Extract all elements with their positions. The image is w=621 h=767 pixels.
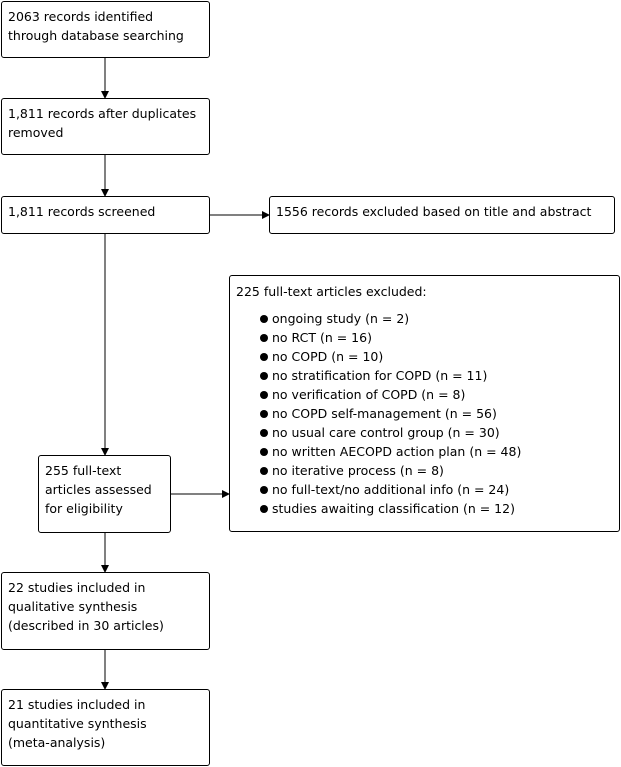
fulltext-excluded-box: 225 full-text articles excluded: ongoing… xyxy=(229,275,620,532)
box-text-line: 1,811 records after duplicates xyxy=(8,106,197,121)
list-item: no full-text/no additional info (n = 24) xyxy=(236,480,613,499)
fulltext-excluded-title: 225 full-text articles excluded: xyxy=(236,284,427,299)
list-item: no written AECOPD action plan (n = 48) xyxy=(236,442,613,461)
list-item: no stratification for COPD (n = 11) xyxy=(236,366,613,385)
list-item: ongoing study (n = 2) xyxy=(236,309,613,328)
reason-text: ongoing study (n = 2) xyxy=(272,311,410,326)
reason-text: no full-text/no additional info (n = 24) xyxy=(272,482,510,497)
bullet-icon xyxy=(260,353,268,361)
records-identified-box: 2063 records identified through database… xyxy=(1,1,210,58)
box-text-line: removed xyxy=(8,125,64,140)
box-text-line: 22 studies included in xyxy=(8,580,146,595)
bullet-icon xyxy=(260,467,268,475)
bullet-icon xyxy=(260,448,268,456)
box-text-line: for eligibility xyxy=(45,501,123,516)
reason-text: no COPD (n = 10) xyxy=(272,349,384,364)
list-item: studies awaiting classification (n = 12) xyxy=(236,499,613,518)
bullet-icon xyxy=(260,486,268,494)
records-after-duplicates-box: 1,811 records after duplicates removed xyxy=(1,98,210,155)
list-item: no COPD (n = 10) xyxy=(236,347,613,366)
box-text-line: 2063 records identified xyxy=(8,9,154,24)
box-text-line: quantitative synthesis xyxy=(8,716,147,731)
reason-text: no usual care control group (n = 30) xyxy=(272,425,500,440)
quantitative-synthesis-box: 21 studies included in quantitative synt… xyxy=(1,689,210,766)
list-item: no verification of COPD (n = 8) xyxy=(236,385,613,404)
list-item: no iterative process (n = 8) xyxy=(236,461,613,480)
box-text-line: 1556 records excluded based on title and… xyxy=(276,204,592,219)
box-text-line: qualitative synthesis xyxy=(8,599,138,614)
records-screened-box: 1,811 records screened xyxy=(1,196,210,234)
reason-text: no COPD self-management (n = 56) xyxy=(272,406,497,421)
exclusion-reasons-list: ongoing study (n = 2) no RCT (n = 16) no… xyxy=(236,309,613,518)
box-text-line: (meta-analysis) xyxy=(8,735,106,750)
bullet-icon xyxy=(260,334,268,342)
bullet-icon xyxy=(260,429,268,437)
reason-text: no iterative process (n = 8) xyxy=(272,463,444,478)
box-text-line: articles assessed xyxy=(45,482,152,497)
bullet-icon xyxy=(260,410,268,418)
list-item: no COPD self-management (n = 56) xyxy=(236,404,613,423)
list-item: no usual care control group (n = 30) xyxy=(236,423,613,442)
reason-text: no RCT (n = 16) xyxy=(272,330,372,345)
box-text-line: 255 full-text xyxy=(45,463,122,478)
box-text-line: (described in 30 articles) xyxy=(8,618,164,633)
box-text-line: through database searching xyxy=(8,28,184,43)
bullet-icon xyxy=(260,372,268,380)
box-text-line: 21 studies included in xyxy=(8,697,146,712)
fulltext-assessed-box: 255 full-text articles assessed for elig… xyxy=(38,455,171,533)
bullet-icon xyxy=(260,505,268,513)
bullet-icon xyxy=(260,391,268,399)
reason-text: no verification of COPD (n = 8) xyxy=(272,387,466,402)
reason-text: no written AECOPD action plan (n = 48) xyxy=(272,444,522,459)
bullet-icon xyxy=(260,315,268,323)
records-excluded-box: 1556 records excluded based on title and… xyxy=(269,196,615,234)
qualitative-synthesis-box: 22 studies included in qualitative synth… xyxy=(1,572,210,650)
reason-text: studies awaiting classification (n = 12) xyxy=(272,501,515,516)
list-item: no RCT (n = 16) xyxy=(236,328,613,347)
reason-text: no stratification for COPD (n = 11) xyxy=(272,368,488,383)
box-text-line: 1,811 records screened xyxy=(8,204,156,219)
